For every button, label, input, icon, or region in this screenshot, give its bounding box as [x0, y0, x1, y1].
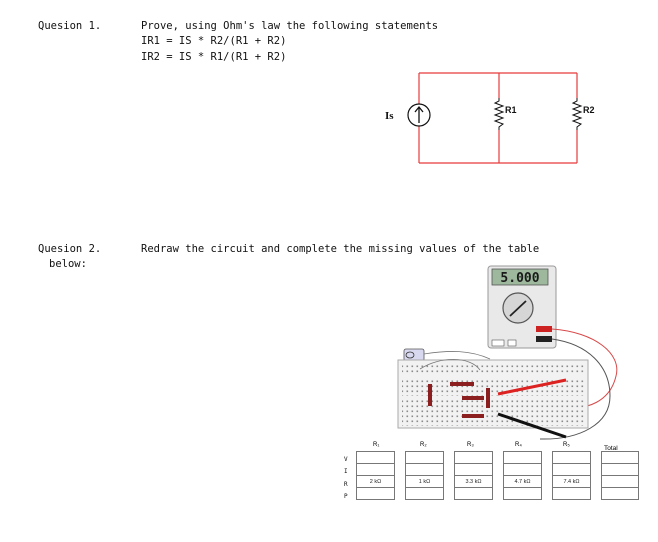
current-source [407, 103, 431, 127]
cell-p-r2 [405, 487, 444, 500]
cell-i-r4 [503, 463, 542, 476]
cell-i-r5 [552, 463, 591, 476]
question-2-statement: Redraw the circuit and complete the miss… [141, 243, 540, 255]
parallel-circuit-diagram: Is R1 R2 [385, 72, 595, 164]
breadboard [397, 359, 589, 429]
cell-r-r2: 1 kΩ [405, 475, 444, 488]
row-label-v: V [344, 456, 348, 463]
cell-p-r1 [356, 487, 395, 500]
equation-ir1: IR1 = IS * R2/(R1 + R2) [141, 35, 287, 47]
cell-i-r3 [454, 463, 493, 476]
breadboard-multimeter-illustration: 5.000 [397, 265, 618, 440]
question-2-label-below: below: [49, 258, 87, 270]
cell-i-r1 [356, 463, 395, 476]
header-r5: R₅ [563, 442, 570, 448]
row-label-i: I [344, 468, 348, 475]
cell-v-r4 [503, 451, 542, 464]
cell-v-total [601, 451, 639, 464]
cell-p-total [601, 487, 639, 500]
header-r3: R₃ [467, 442, 474, 448]
source-label: Is [385, 110, 394, 122]
values-table: 2 kΩ 1 kΩ 3.3 kΩ 4.7 kΩ 7.4 kΩ [356, 451, 639, 500]
header-total: Total [604, 445, 618, 452]
table-row-p [356, 487, 639, 500]
multimeter: 5.000 [487, 265, 557, 349]
cell-v-r1 [356, 451, 395, 464]
header-r2: R₂ [420, 442, 427, 448]
row-label-r: R [344, 481, 348, 488]
question-1-statement: Prove, using Ohm's law the following sta… [141, 20, 439, 32]
cell-p-r3 [454, 487, 493, 500]
cell-p-r5 [552, 487, 591, 500]
battery-clip [403, 348, 491, 362]
meter-display: 5.000 [500, 271, 539, 286]
row-label-p: P [344, 493, 348, 500]
question-1-label: Quesion 1. [38, 20, 102, 32]
table-row-r: 2 kΩ 1 kΩ 3.3 kΩ 4.7 kΩ 7.4 kΩ [356, 475, 639, 488]
question-2-label: Quesion 2. [38, 243, 102, 255]
cell-r-r3: 3.3 kΩ [454, 475, 493, 488]
r2-label: R2 [583, 105, 595, 115]
cell-r-r5: 7.4 kΩ [552, 475, 591, 488]
cell-v-r5 [552, 451, 591, 464]
cell-r-total [601, 475, 639, 488]
table-row-i [356, 463, 639, 476]
cell-i-total [601, 463, 639, 476]
table-row-v [356, 451, 639, 464]
cell-v-r2 [405, 451, 444, 464]
resistor-r2 [571, 98, 583, 130]
equation-ir2: IR2 = IS * R1/(R1 + R2) [141, 51, 287, 63]
cell-i-r2 [405, 463, 444, 476]
cell-r-r1: 2 kΩ [356, 475, 395, 488]
header-r4: R₄ [515, 442, 522, 448]
cell-p-r4 [503, 487, 542, 500]
cell-v-r3 [454, 451, 493, 464]
resistor-r1 [493, 98, 505, 130]
cell-r-r4: 4.7 kΩ [503, 475, 542, 488]
header-r1: R₁ [373, 442, 380, 448]
r1-label: R1 [505, 105, 517, 115]
